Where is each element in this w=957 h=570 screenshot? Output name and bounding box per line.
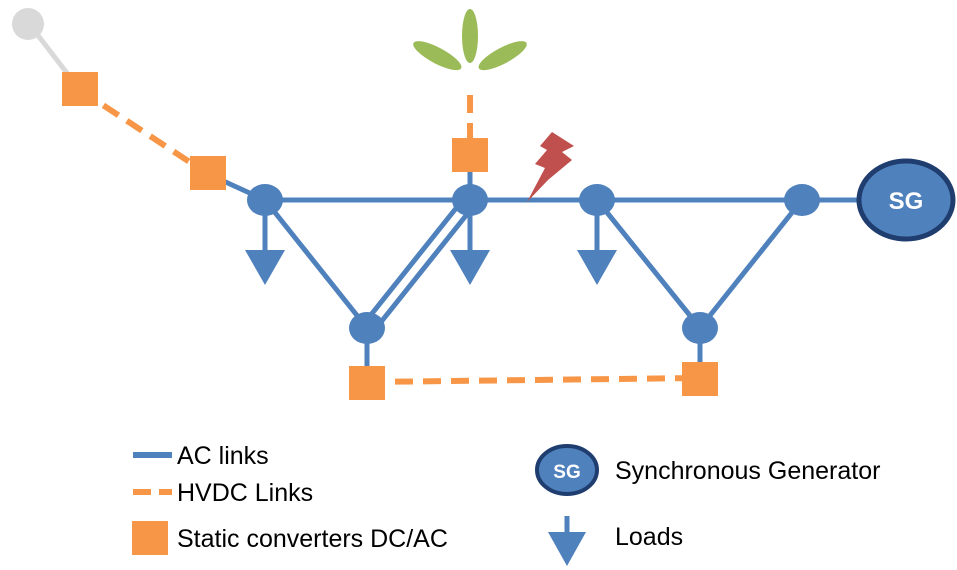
legend-ac-links-label: AC links: [177, 442, 269, 470]
legend-synchronous-generator: SG Synchronous Generator: [535, 444, 880, 496]
converter-e: [682, 362, 718, 396]
legend: AC links HVDC Links Static converters DC…: [132, 442, 880, 566]
nodes: [247, 184, 820, 344]
node-b: [452, 184, 488, 216]
hvdc-link-offshore: [78, 87, 210, 177]
converters: [62, 72, 718, 400]
lightning-bolt-icon: [527, 132, 574, 202]
node-e: [682, 312, 718, 344]
legend-converters: Static converters DC/AC: [132, 521, 448, 555]
hvdc-link-bottom: [366, 375, 701, 385]
down-arrow-icon: [548, 516, 586, 566]
sg-circle-icon: [856, 158, 956, 242]
ac-link-b-d-1: [360, 195, 467, 328]
legend-hvdc-links-label: HVDC Links: [177, 479, 313, 507]
offshore-node: [12, 8, 44, 40]
node-c: [579, 184, 615, 216]
legend-hvdc-links: HVDC Links: [133, 479, 313, 507]
ac-link-b-d-2: [371, 201, 478, 334]
node-f: [784, 184, 820, 216]
converter-wind: [452, 138, 488, 172]
node-a: [247, 184, 283, 216]
ac-links: [206, 168, 860, 382]
converter-offshore: [62, 72, 98, 106]
ac-link-a-d: [263, 198, 369, 330]
legend-sg-badge: SG: [553, 462, 580, 483]
converter-a: [190, 156, 226, 190]
legend-loads: Loads: [548, 516, 683, 566]
wind-turbine-icon: [413, 9, 527, 71]
legend-synchronous-generator-label: Synchronous Generator: [615, 457, 880, 485]
sg-circle-icon: [535, 444, 599, 496]
node-d: [349, 312, 385, 344]
ac-link-c-e: [595, 198, 702, 330]
hvdc-links: [78, 87, 701, 385]
ac-link-f-e: [698, 198, 804, 330]
sg-label: SG: [889, 188, 924, 215]
synchronous-generator: SG: [856, 158, 956, 242]
legend-converters-label: Static converters DC/AC: [177, 525, 448, 553]
legend-ac-links: AC links: [133, 442, 269, 470]
converter-d: [349, 366, 385, 400]
legend-loads-label: Loads: [615, 523, 683, 551]
